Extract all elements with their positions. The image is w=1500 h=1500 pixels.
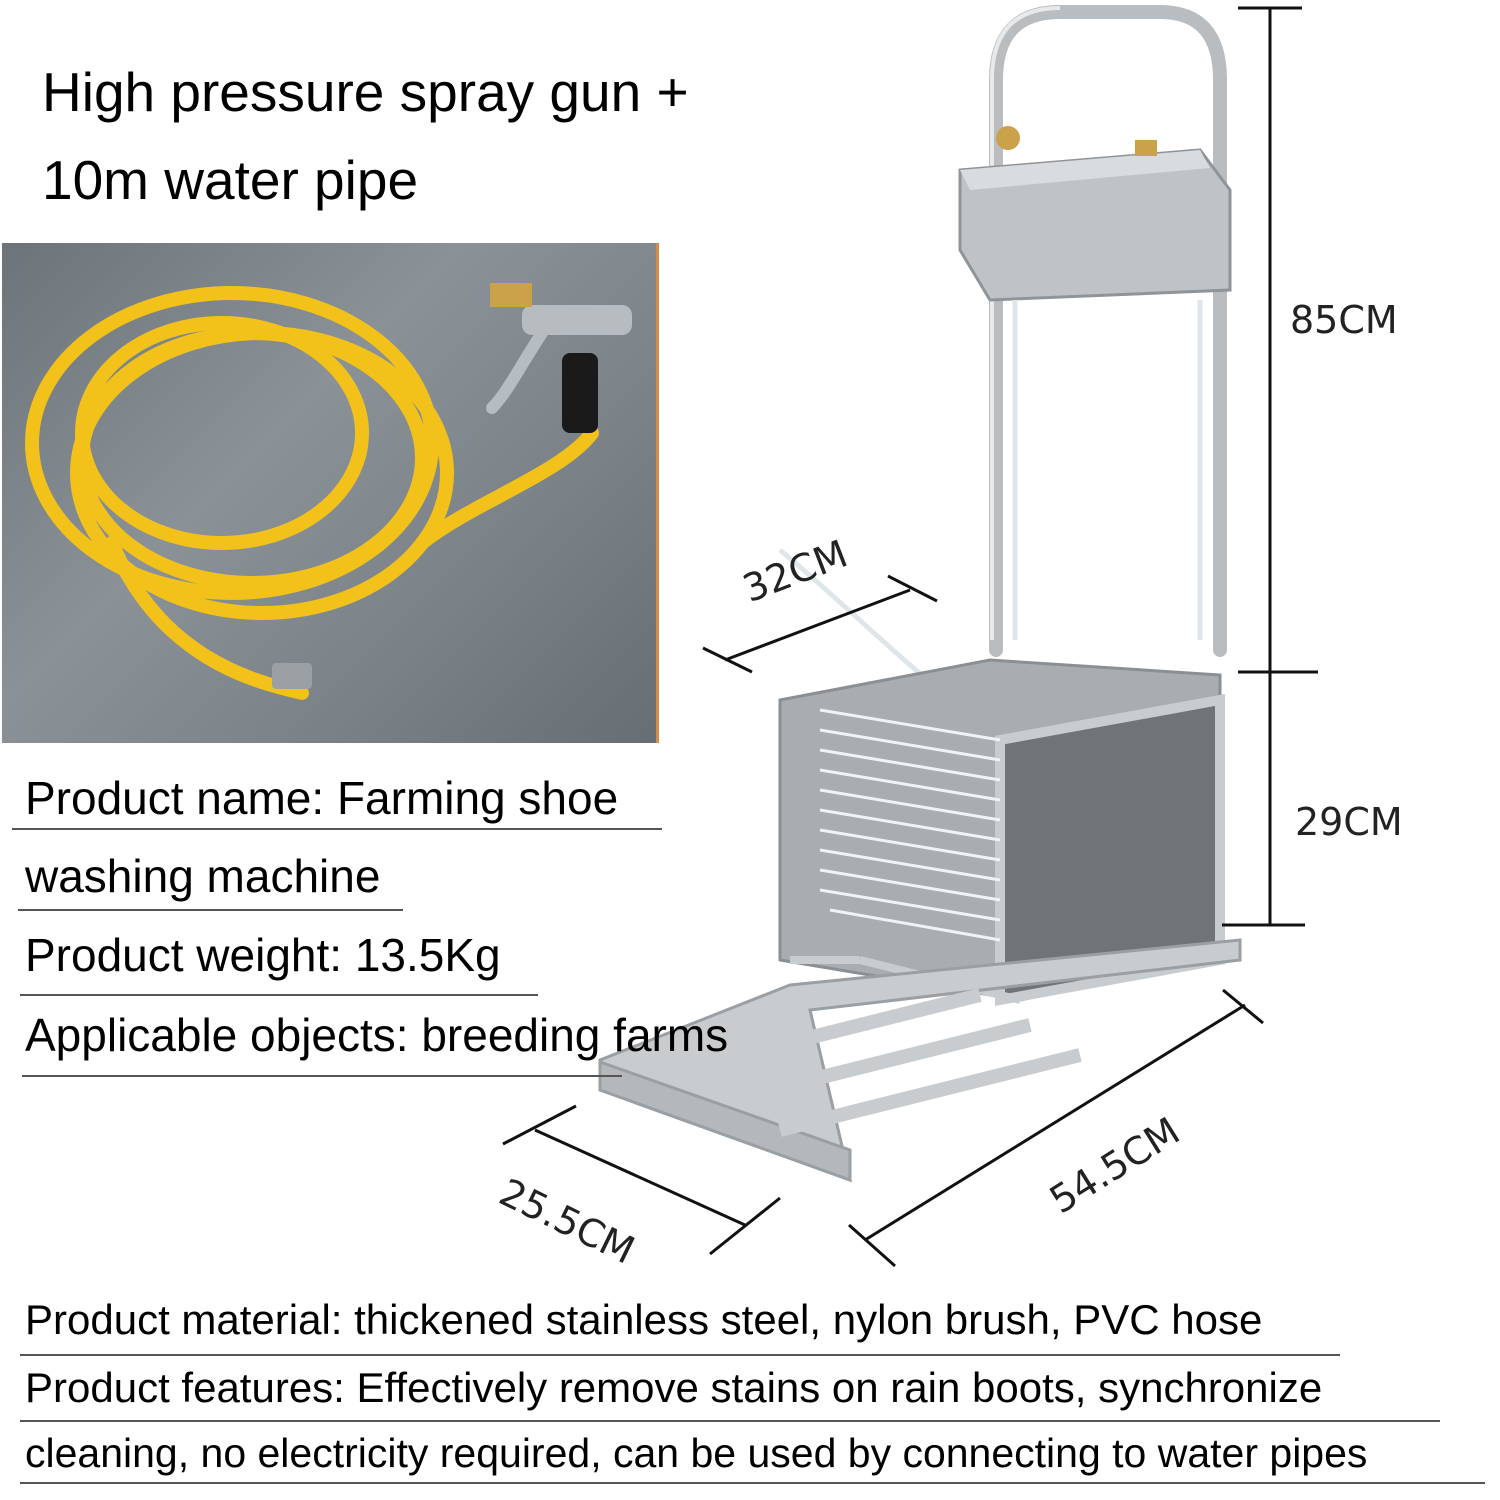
- spec-product-features-line-2: cleaning, no electricity required, can b…: [25, 1430, 1368, 1476]
- spec-underline: [20, 994, 538, 996]
- spec-underline: [22, 1075, 622, 1077]
- nylon-brush-bristles: [819, 708, 1001, 942]
- brush-box: [778, 658, 1225, 1006]
- spec-underline: [12, 828, 662, 830]
- spec-product-name-line-1: Product name: Farming shoe: [25, 772, 619, 824]
- spec-underline: [20, 1482, 1485, 1484]
- spec-underline: [18, 909, 403, 911]
- spec-product-features-line-1: Product features: Effectively remove sta…: [25, 1364, 1323, 1411]
- spec-underline: [20, 1354, 1340, 1356]
- headline-line-1: High pressure spray gun +: [42, 61, 689, 123]
- spec-underline: [20, 1420, 1440, 1422]
- hose-spray-gun-photo: [2, 243, 659, 743]
- spec-product-weight: Product weight: 13.5Kg: [25, 929, 501, 981]
- valve-icon: [996, 126, 1020, 150]
- inlet-fitting-icon: [1135, 140, 1157, 156]
- water-tank: [958, 126, 1232, 302]
- dimension-label-box-height: 29CM: [1295, 800, 1403, 844]
- spec-product-material: Product material: thickened stainless st…: [25, 1296, 1263, 1343]
- machine-handle-frame: [989, 4, 1227, 657]
- headline-line-2: 10m water pipe: [42, 149, 419, 211]
- spec-product-name-line-2: washing machine: [25, 850, 381, 902]
- hose-coil: [25, 286, 599, 700]
- hose-clamp-icon: [272, 663, 312, 689]
- shoe-washing-machine-illustration: [598, 4, 1242, 1183]
- spray-gun-icon: [486, 283, 632, 433]
- spec-applicable-objects: Applicable objects: breeding farms: [25, 1009, 729, 1061]
- dimension-label-total-height: 85CM: [1290, 298, 1398, 342]
- frame-highlight: [990, 6, 1061, 640]
